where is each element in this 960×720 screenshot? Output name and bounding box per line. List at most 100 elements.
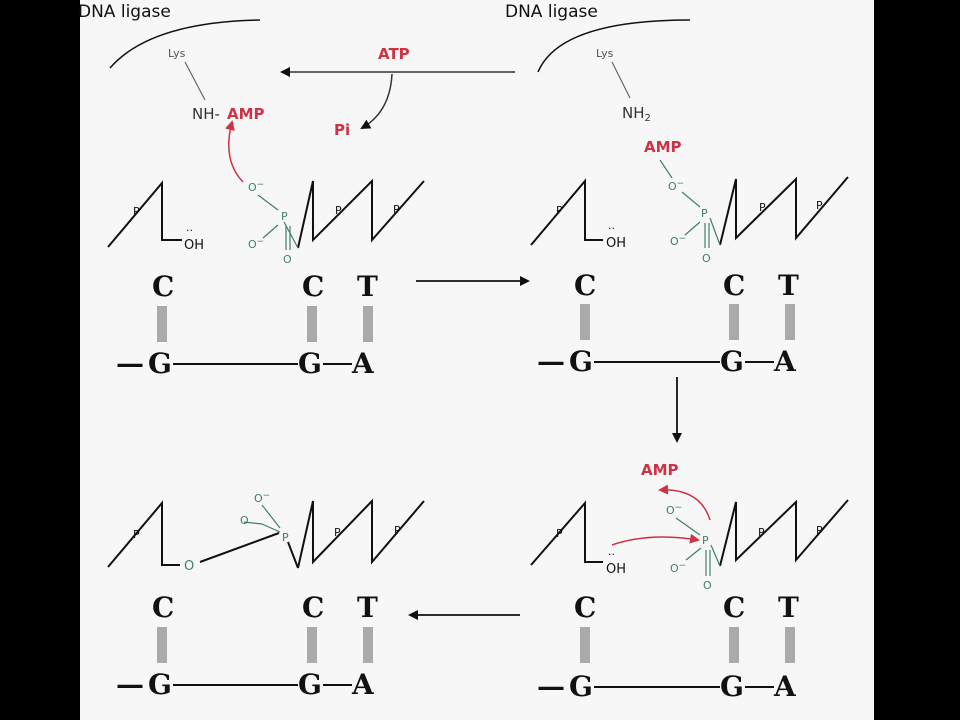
backbone-left bbox=[107, 500, 180, 568]
base-g: G bbox=[298, 347, 322, 380]
o-label: O bbox=[703, 579, 712, 592]
bottom-strand-prefix: — bbox=[116, 668, 144, 701]
base-pair-bond bbox=[729, 627, 739, 663]
dna-ligase-label-right: DNA ligase bbox=[505, 2, 598, 22]
base-a: A bbox=[351, 347, 375, 380]
backbone-left bbox=[107, 180, 182, 248]
base-t: T bbox=[778, 269, 799, 302]
lys-label-right: Lys bbox=[596, 47, 614, 60]
base-c: C bbox=[302, 591, 324, 624]
base-pair-bond bbox=[785, 627, 795, 663]
backbone-left bbox=[530, 178, 603, 246]
pi-label: Pi bbox=[334, 121, 350, 139]
base-c: C bbox=[152, 270, 174, 303]
base-g: G bbox=[720, 345, 744, 378]
p-label: P bbox=[334, 526, 341, 539]
base-c: C bbox=[723, 269, 745, 302]
p-label: P bbox=[133, 528, 140, 541]
p-label: P bbox=[556, 204, 563, 217]
phosphate-bond bbox=[257, 194, 279, 211]
panel-3: P ·· OH P P AMP O− P O− O C C T — G G A bbox=[530, 461, 849, 703]
phosphorus-label: P bbox=[702, 534, 709, 547]
base-pair-bond bbox=[580, 304, 590, 340]
amp-label: AMP bbox=[644, 138, 682, 156]
base-a: A bbox=[773, 345, 797, 378]
backbone-right bbox=[297, 498, 425, 569]
base-g: G bbox=[569, 670, 593, 703]
p-label: P bbox=[816, 199, 823, 212]
o-minus-label: O− bbox=[670, 234, 686, 248]
base-c: C bbox=[574, 269, 596, 302]
base-g: G bbox=[148, 347, 172, 380]
lys-bond-left bbox=[184, 61, 206, 101]
p-label: P bbox=[759, 201, 766, 214]
p-label: P bbox=[816, 524, 823, 537]
oh-dots: ·· bbox=[608, 222, 615, 235]
oh-dots: ·· bbox=[186, 224, 193, 237]
bottom-strand-prefix: — bbox=[116, 347, 144, 380]
o-label: O bbox=[702, 252, 711, 265]
nh2-label: NH2 bbox=[622, 104, 651, 124]
amp-bound-label: AMP bbox=[227, 105, 265, 123]
phosphate-bond bbox=[685, 547, 702, 561]
enzyme-surface-right bbox=[537, 19, 691, 73]
amp-bond bbox=[659, 159, 673, 179]
o-minus-label: O− bbox=[670, 561, 686, 575]
base-pair-bond bbox=[729, 304, 739, 340]
base-c: C bbox=[574, 591, 596, 624]
atp-cleavage: ATP Pi bbox=[280, 45, 515, 139]
base-pair-bond bbox=[785, 304, 795, 340]
base-g: G bbox=[148, 668, 172, 701]
phosphorus-label: P bbox=[701, 207, 708, 220]
base-c: C bbox=[723, 591, 745, 624]
p-label: P bbox=[393, 203, 400, 216]
phosphate-double-bond bbox=[261, 523, 281, 533]
base-pair-bond bbox=[363, 627, 373, 663]
backbone-left bbox=[530, 500, 603, 566]
phosphate-bond bbox=[684, 221, 701, 236]
p-label: P bbox=[133, 205, 140, 218]
oh-dots: ·· bbox=[608, 548, 615, 561]
phosphorus-label: P bbox=[281, 210, 288, 223]
base-t: T bbox=[357, 270, 378, 303]
base-pair-bond bbox=[157, 306, 167, 342]
o-minus-label: O− bbox=[248, 237, 264, 251]
enzyme-surface-left bbox=[109, 19, 261, 69]
phosphate-bond bbox=[261, 504, 281, 529]
amp-label: AMP bbox=[641, 461, 679, 479]
base-a: A bbox=[773, 670, 797, 703]
lys-bond-right bbox=[611, 61, 631, 99]
p-label: P bbox=[394, 524, 401, 537]
lys-label-left: Lys bbox=[168, 47, 186, 60]
panel-2: P ·· OH P P AMP O− P O− O C C T — G G A bbox=[530, 138, 849, 378]
base-t: T bbox=[778, 591, 799, 624]
o-minus-label: O− bbox=[248, 180, 264, 194]
curved-arrow-icon bbox=[658, 484, 711, 521]
dna-ligase-label-left: DNA ligase bbox=[78, 2, 171, 22]
base-g: G bbox=[298, 668, 322, 701]
base-g: G bbox=[720, 670, 744, 703]
nh-label: NH- bbox=[192, 105, 220, 123]
base-g: G bbox=[569, 345, 593, 378]
phosphate-bond bbox=[681, 191, 701, 208]
base-a: A bbox=[351, 668, 375, 701]
backbone-right bbox=[297, 178, 425, 249]
o-minus-label: O− bbox=[254, 491, 270, 505]
phosphodiester-bond bbox=[199, 532, 280, 563]
o-minus-label: O− bbox=[666, 503, 682, 517]
phosphate-bond bbox=[675, 517, 701, 536]
o-label: O bbox=[240, 514, 249, 527]
bottom-strand-prefix: — bbox=[537, 670, 565, 703]
enzyme-left: DNA ligase Lys NH- AMP bbox=[78, 2, 265, 123]
base-pair-bond bbox=[363, 306, 373, 342]
bottom-strand-prefix: — bbox=[537, 345, 565, 378]
panel-4: P O P O− O P P C C T — G G A bbox=[107, 491, 425, 701]
diagram-panel bbox=[80, 0, 874, 720]
o-label: O bbox=[184, 559, 194, 574]
p-label: P bbox=[758, 526, 765, 539]
oh-label: OH bbox=[184, 238, 204, 253]
p-label: P bbox=[556, 527, 563, 540]
curved-arrow-icon bbox=[611, 533, 700, 546]
